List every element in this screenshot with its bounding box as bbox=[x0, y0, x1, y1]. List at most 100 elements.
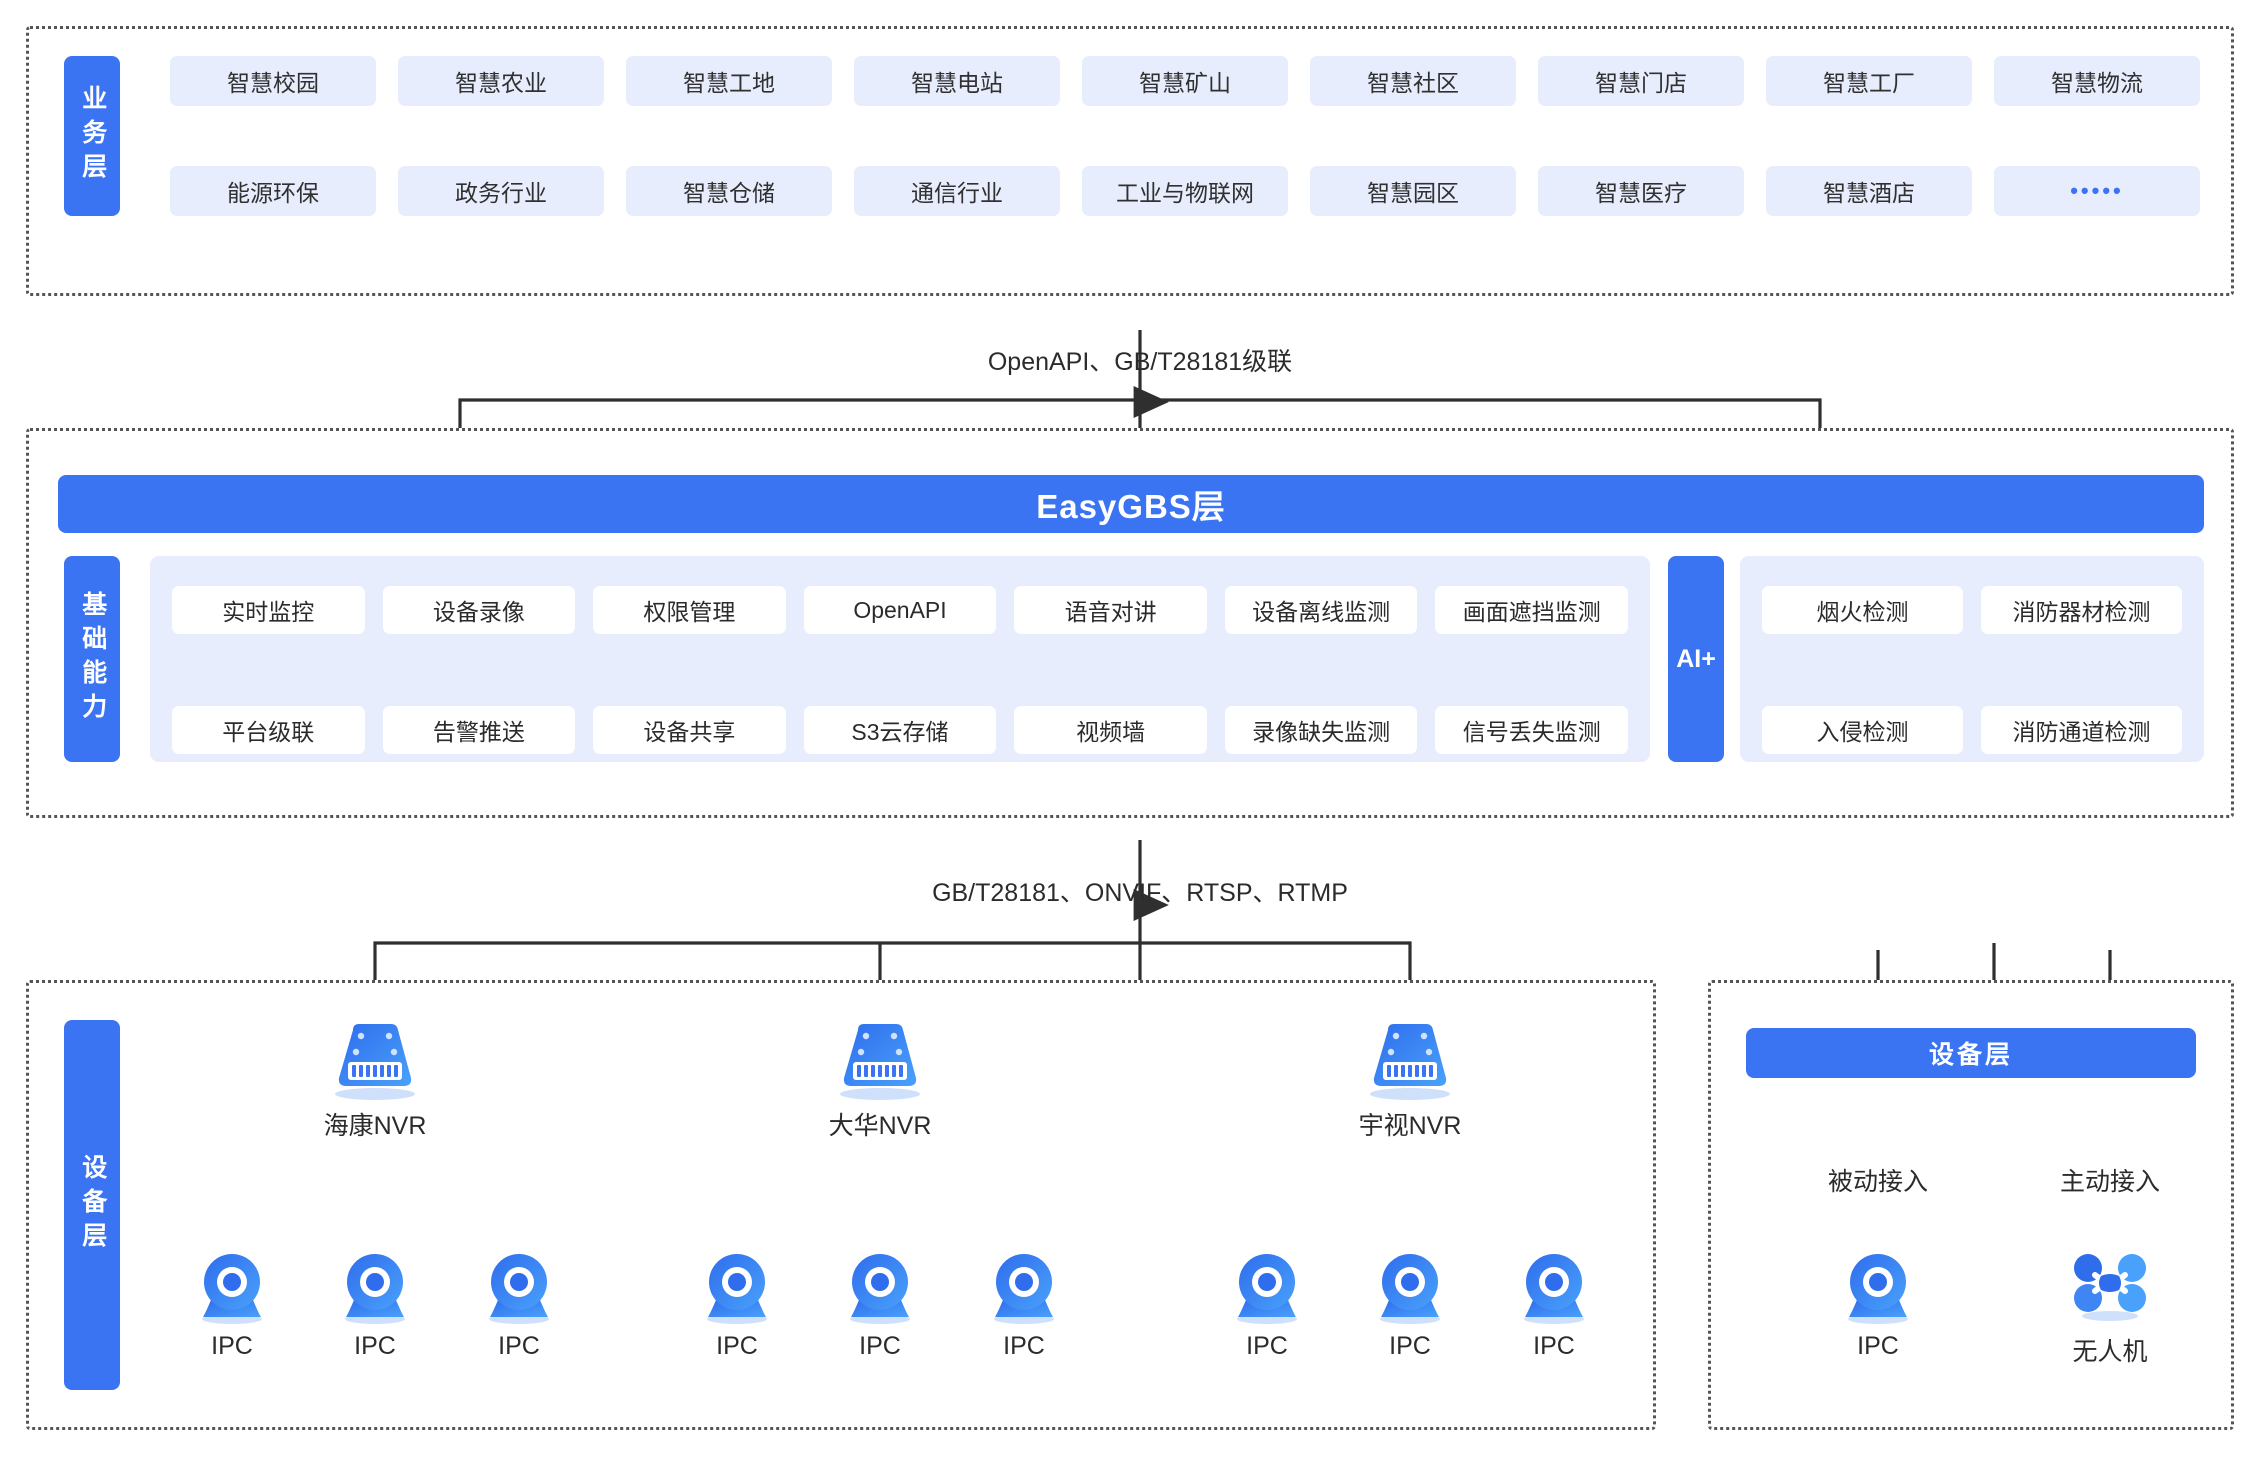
business-chip-2[interactable]: 智慧农业 bbox=[398, 56, 604, 106]
nvr-node-1[interactable] bbox=[327, 1022, 423, 1105]
ipc-node-1-2[interactable] bbox=[336, 1252, 414, 1329]
business-chip-6[interactable]: 智慧园区 bbox=[1310, 166, 1516, 216]
ipc-node-2-2[interactable] bbox=[841, 1252, 919, 1329]
capability-chip-5[interactable]: 视频墙 bbox=[1014, 706, 1207, 754]
access-mode-label-1: 被动接入 bbox=[1827, 1168, 1928, 1196]
ipc-node-label: IPC bbox=[1533, 1332, 1575, 1360]
ai-chip-label: 消防器材检测 bbox=[2012, 599, 2151, 625]
business-chip-8[interactable]: 智慧工厂 bbox=[1766, 56, 1972, 106]
business-chip-label: 智慧门店 bbox=[1595, 70, 1687, 96]
business-chip-6[interactable]: 智慧社区 bbox=[1310, 56, 1516, 106]
ai-chip-2[interactable]: 消防器材检测 bbox=[1981, 586, 2182, 634]
business-chip-label: 智慧社区 bbox=[1367, 70, 1459, 96]
capability-chip-2[interactable]: 告警推送 bbox=[382, 706, 576, 754]
capability-chip-label: 设备录像 bbox=[432, 599, 525, 625]
business-chip-7[interactable]: 智慧医疗 bbox=[1538, 166, 1744, 216]
nvr-icon bbox=[840, 1024, 920, 1100]
capability-chip-6[interactable]: 录像缺失监测 bbox=[1224, 706, 1418, 754]
business-chip-4[interactable]: 智慧电站 bbox=[854, 56, 1060, 106]
access-mode-label-2: 主动接入 bbox=[2059, 1168, 2160, 1196]
platform-layer-tab-label: 基础能力 bbox=[78, 591, 107, 727]
business-chip-9[interactable]: 智慧物流 bbox=[1994, 56, 2200, 106]
nvr-node-2[interactable] bbox=[832, 1022, 928, 1105]
ai-chip-label: 入侵检测 bbox=[1816, 719, 1909, 745]
capability-chip-1[interactable]: 实时监控 bbox=[172, 586, 365, 634]
ipc-node-2-3[interactable] bbox=[985, 1252, 1063, 1329]
business-layer-tab-label: 业务层 bbox=[78, 85, 107, 187]
capability-chip-label: 告警推送 bbox=[432, 719, 525, 745]
business-chip-5[interactable]: 智慧矿山 bbox=[1082, 56, 1288, 106]
capability-chip-1[interactable]: 平台级联 bbox=[172, 706, 365, 754]
business-chip-label: ••••• bbox=[2070, 178, 2124, 203]
ipc-camera-icon bbox=[1380, 1254, 1440, 1324]
business-chip-label: 智慧工地 bbox=[683, 70, 775, 96]
ipc-node-1-3[interactable] bbox=[480, 1252, 558, 1329]
business-chip-4[interactable]: 通信行业 bbox=[854, 166, 1060, 216]
business-chip-7[interactable]: 智慧门店 bbox=[1538, 56, 1744, 106]
business-layer-tab: 业务层 bbox=[64, 56, 120, 216]
capability-chip-label: 画面遮挡监测 bbox=[1462, 599, 1601, 625]
ipc-node-1-1[interactable] bbox=[193, 1252, 271, 1329]
nvr-icon bbox=[335, 1024, 415, 1100]
capability-chip-3[interactable]: 权限管理 bbox=[593, 586, 786, 634]
ipc-camera-icon bbox=[345, 1254, 405, 1324]
capability-chip-3[interactable]: 设备共享 bbox=[593, 706, 786, 754]
right-device-node-1[interactable] bbox=[1839, 1252, 1917, 1329]
capability-chip-label: 语音对讲 bbox=[1064, 599, 1157, 625]
business-chip-3[interactable]: 智慧仓储 bbox=[626, 166, 832, 216]
nvr-node-label: 宇视NVR bbox=[1358, 1112, 1462, 1140]
ipc-camera-icon bbox=[994, 1254, 1054, 1324]
capability-chip-label: 平台级联 bbox=[222, 719, 315, 745]
business-chip-2[interactable]: 政务行业 bbox=[398, 166, 604, 216]
ipc-node-label: IPC bbox=[1246, 1332, 1288, 1360]
capability-chip-label: S3云存储 bbox=[851, 719, 949, 745]
ipc-camera-icon bbox=[489, 1254, 549, 1324]
ipc-node-3-3[interactable] bbox=[1515, 1252, 1593, 1329]
capability-chip-label: 实时监控 bbox=[222, 599, 315, 625]
business-chip-label: 智慧校园 bbox=[227, 70, 319, 96]
device-layer-left-tab-label: 设备层 bbox=[78, 1154, 107, 1256]
business-chip-5[interactable]: 工业与物联网 bbox=[1082, 166, 1288, 216]
device-layer-right-header[interactable]: 设备层 bbox=[1746, 1028, 2196, 1078]
capability-chip-4[interactable]: S3云存储 bbox=[803, 706, 997, 754]
ipc-node-label: IPC bbox=[211, 1332, 253, 1360]
business-chip-1[interactable]: 智慧校园 bbox=[170, 56, 376, 106]
capability-chip-2[interactable]: 设备录像 bbox=[382, 586, 576, 634]
ai-chip-2[interactable]: 消防通道检测 bbox=[1981, 706, 2182, 754]
bottom-connector-label: GB/T28181、ONVIF、RTSP、RTMP bbox=[932, 879, 1348, 907]
business-chip-3[interactable]: 智慧工地 bbox=[626, 56, 832, 106]
business-chip-label: 智慧酒店 bbox=[1823, 180, 1915, 206]
business-chip-label: 智慧园区 bbox=[1367, 180, 1459, 206]
ipc-node-label: IPC bbox=[354, 1332, 396, 1360]
business-chip-label: 智慧物流 bbox=[2051, 70, 2143, 96]
capability-chip-7[interactable]: 信号丢失监测 bbox=[1435, 706, 1628, 754]
right-device-node-label: IPC bbox=[1857, 1332, 1899, 1360]
ai-chip-label: 消防通道检测 bbox=[2012, 719, 2151, 745]
ai-chip-1[interactable]: 入侵检测 bbox=[1762, 706, 1963, 754]
ipc-node-label: IPC bbox=[1389, 1332, 1431, 1360]
ipc-camera-icon bbox=[202, 1254, 262, 1324]
capability-chip-label: 设备共享 bbox=[643, 719, 736, 745]
business-chip-8[interactable]: 智慧酒店 bbox=[1766, 166, 1972, 216]
business-chip-1[interactable]: 能源环保 bbox=[170, 166, 376, 216]
business-chip-label: 智慧医疗 bbox=[1595, 180, 1687, 206]
capability-chip-4[interactable]: OpenAPI bbox=[803, 586, 997, 634]
nvr-node-label: 大华NVR bbox=[828, 1112, 932, 1140]
ipc-node-2-1[interactable] bbox=[698, 1252, 776, 1329]
device-layer-left-tab: 设备层 bbox=[64, 1020, 120, 1390]
capability-chip-label: 权限管理 bbox=[643, 599, 736, 625]
easygbs-bar[interactable]: EasyGBS层 bbox=[58, 475, 2204, 533]
ipc-node-3-2[interactable] bbox=[1371, 1252, 1449, 1329]
ipc-node-3-1[interactable] bbox=[1228, 1252, 1306, 1329]
right-device-node-2[interactable] bbox=[2071, 1252, 2149, 1329]
business-chip-label: 智慧电站 bbox=[911, 70, 1003, 96]
business-chip-9[interactable]: ••••• bbox=[1994, 166, 2200, 216]
capability-chip-5[interactable]: 语音对讲 bbox=[1014, 586, 1207, 634]
ipc-node-label: IPC bbox=[716, 1332, 758, 1360]
capability-chip-7[interactable]: 画面遮挡监测 bbox=[1435, 586, 1628, 634]
ai-chip-1[interactable]: 烟火检测 bbox=[1762, 586, 1963, 634]
nvr-node-3[interactable] bbox=[1362, 1022, 1458, 1105]
business-chip-label: 智慧矿山 bbox=[1139, 70, 1231, 96]
capability-chip-6[interactable]: 设备离线监测 bbox=[1224, 586, 1418, 634]
